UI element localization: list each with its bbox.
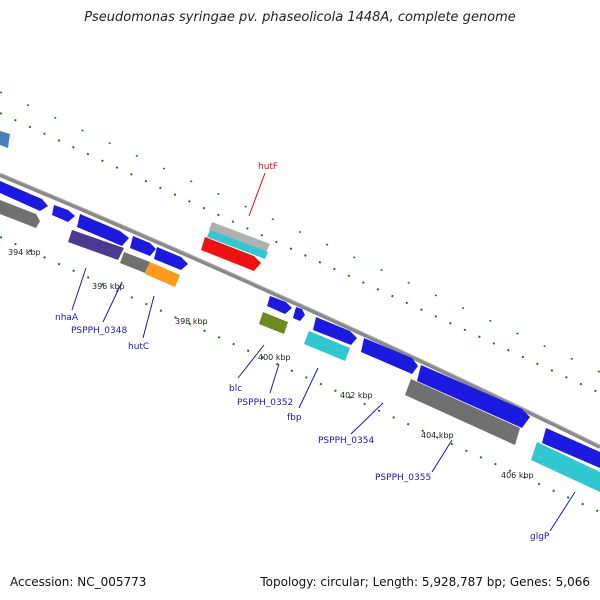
gene-arrow[interactable] [145, 262, 180, 287]
map-title: Pseudomonas syringae pv. phaseolicola 14… [84, 10, 516, 25]
kbp-label: 406 kbp [501, 471, 534, 480]
gene-arrow[interactable] [304, 331, 350, 361]
genome-backbone [0, 172, 600, 449]
kbp-label: 394 kbp [8, 248, 41, 257]
outer-tick-track [0, 91, 600, 394]
gene-arrow[interactable] [0, 181, 48, 211]
gene-label-PSPPH_0352[interactable]: PSPPH_0352 [237, 398, 293, 408]
gene-features-forward [0, 131, 600, 468]
gene-arrow[interactable] [313, 317, 357, 345]
gene-label-fbp[interactable]: fbp [287, 413, 302, 423]
gene-label-glgP[interactable]: glgP [530, 532, 550, 542]
gene-arrow[interactable] [207, 230, 268, 259]
kbp-label: 398 kbp [175, 317, 208, 326]
gene-arrow[interactable] [267, 296, 292, 314]
gene-arrow[interactable] [531, 442, 600, 492]
gene-arrow[interactable] [77, 214, 129, 246]
gene-arrow[interactable] [0, 200, 40, 228]
gene-label-PSPPH_0355[interactable]: PSPPH_0355 [375, 473, 431, 483]
gene-arrow[interactable] [259, 312, 288, 334]
gene-arrow[interactable] [52, 205, 75, 222]
kbp-label: 404 kbp [421, 431, 454, 440]
gene-label-hutC[interactable]: hutC [128, 342, 149, 352]
gene-arrow[interactable] [209, 222, 270, 252]
kbp-label: 400 kbp [258, 353, 291, 362]
gene-arrow[interactable] [130, 236, 156, 256]
gene-arrow[interactable] [0, 131, 10, 148]
kbp-label: 396 kbp [92, 282, 125, 291]
accession-text: Accession: NC_005773 [10, 575, 147, 589]
gene-label-hutF[interactable]: hutF [258, 162, 278, 172]
gene-arrow[interactable] [542, 428, 600, 468]
gene-arrow[interactable] [120, 252, 150, 273]
topology-summary: Topology: circular; Length: 5,928,787 bp… [260, 575, 590, 589]
gene-arrow[interactable] [405, 379, 520, 445]
gene-features-reverse [0, 200, 600, 492]
gene-label-blc[interactable]: blc [229, 384, 242, 394]
gene-label-PSPPH_0354[interactable]: PSPPH_0354 [318, 436, 374, 446]
gene-label-nhaA[interactable]: nhaA [55, 313, 79, 323]
kbp-label: 402 kbp [340, 391, 373, 400]
gene-arrow[interactable] [361, 338, 418, 374]
gene-name-labels: hutF nhaA PSPPH_0348 hutC blc PSPPH_0352… [55, 162, 550, 542]
gene-arrow[interactable] [293, 307, 305, 321]
label-leaders [71, 172, 576, 532]
gene-label-PSPPH_0348[interactable]: PSPPH_0348 [71, 326, 127, 336]
gene-arrow[interactable] [417, 365, 530, 428]
kbp-scale-labels: 394 kbp 396 kbp 398 kbp 400 kbp 402 kbp … [8, 248, 534, 480]
gene-arrow[interactable] [154, 247, 188, 270]
gene-arrow[interactable] [201, 237, 261, 271]
gene-arrow[interactable] [68, 230, 124, 260]
